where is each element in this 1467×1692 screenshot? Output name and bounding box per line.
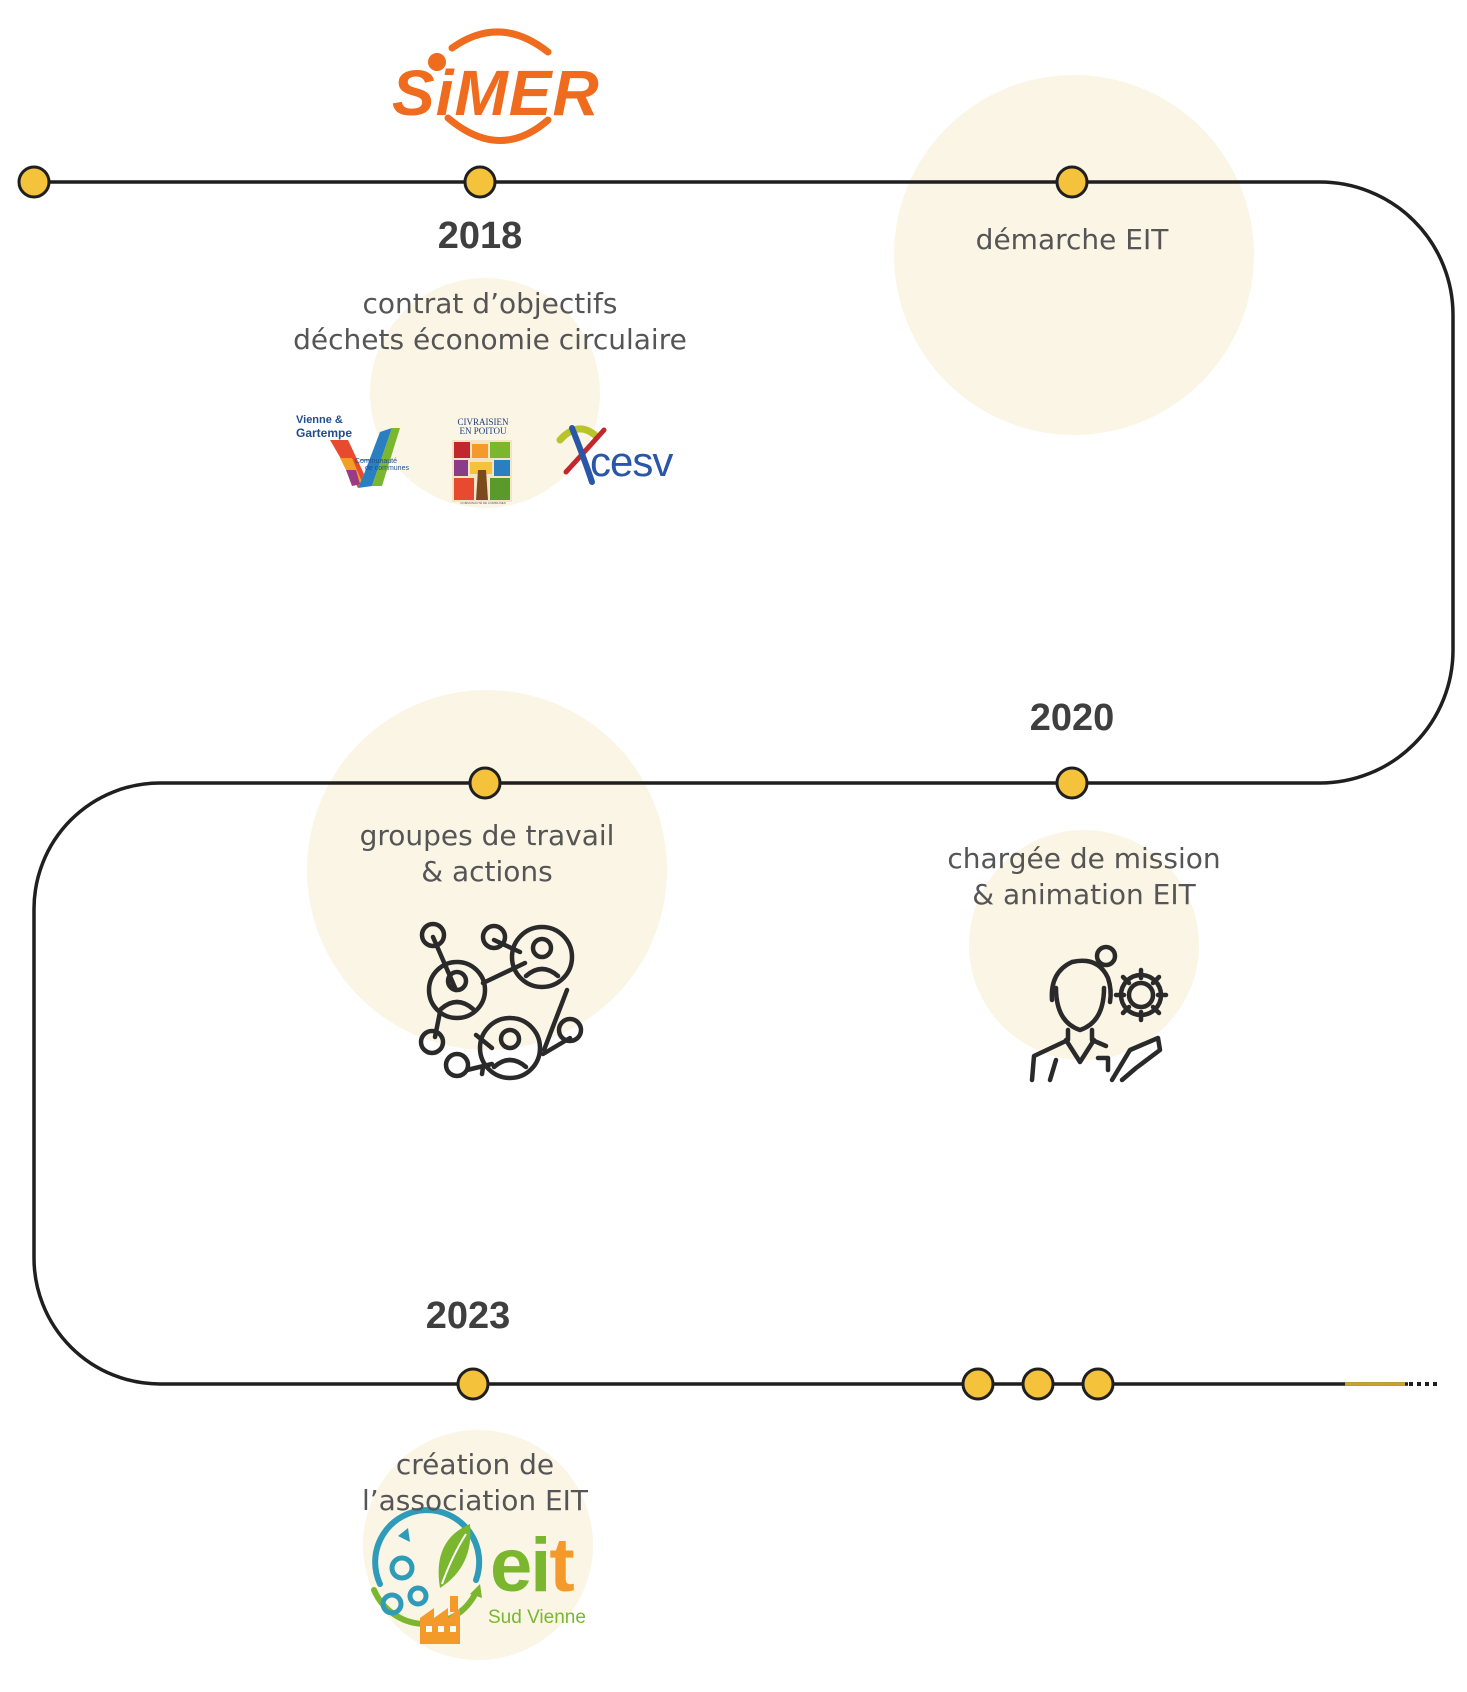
label-groupes: groupes de travail & actions — [337, 818, 637, 890]
label-groupes-line2: & actions — [421, 855, 553, 888]
label-demarche-line1: démarche EIT — [975, 223, 1169, 256]
simer-logo: SiMER — [392, 57, 600, 129]
halo-layer — [307, 75, 1254, 1660]
civ-line2: EN POITOU — [459, 426, 507, 437]
label-contrat-line1: contrat d’objectifs — [362, 287, 618, 320]
node-demarche — [1055, 165, 1089, 199]
vg-line4: de communes — [365, 465, 409, 473]
simer-dot-icon — [428, 53, 446, 71]
network-people-icon — [418, 921, 584, 1081]
vienne-gartempe-logo-title: Vienne & Gartempe — [296, 414, 353, 440]
vienne-gartempe-v-icon — [330, 428, 400, 488]
halo-2018 — [370, 278, 600, 508]
halo-groupes — [307, 690, 667, 1050]
cesv-ribbon-icon — [556, 425, 607, 485]
civraisien-tree-icon — [452, 440, 512, 502]
label-creation: création de l’association EIT — [325, 1447, 625, 1519]
eit-logo-ei: ei — [490, 1523, 551, 1608]
node-2018 — [463, 165, 497, 199]
node-2023 — [456, 1367, 490, 1401]
node-future-1 — [961, 1367, 995, 1401]
label-contrat-line2: déchets économie circulaire — [293, 323, 687, 356]
label-chargee: chargée de mission & animation EIT — [934, 841, 1234, 913]
label-groupes-line1: groupes de travail — [359, 819, 615, 852]
vg-line1: Vienne & — [296, 414, 343, 426]
node-future-3 — [1081, 1367, 1115, 1401]
ellipsis-icon — [1409, 1382, 1437, 1386]
vienne-gartempe-logo-sub: Communauté de communes — [355, 458, 409, 473]
halo-chargee — [969, 830, 1199, 1060]
simer-swoosh-icon — [444, 28, 552, 144]
label-demarche: démarche EIT — [922, 222, 1222, 258]
node-layer — [17, 165, 1115, 1401]
node-2020 — [1055, 766, 1089, 800]
label-chargee-line1: chargée de mission — [947, 842, 1221, 875]
eit-logo-sub: Sud Vienne — [488, 1607, 586, 1628]
eit-gears-leaf-factory-icon — [371, 1507, 483, 1644]
halo-demarche — [894, 75, 1254, 435]
label-creation-line2: l’association EIT — [361, 1484, 589, 1517]
cesv-logo: cesv — [590, 438, 673, 485]
eit-logo-word: eit — [490, 1523, 575, 1608]
node-groupes — [468, 766, 502, 800]
timeline-path — [32, 180, 1455, 1386]
year-2020: 2020 — [1029, 697, 1115, 739]
label-creation-line1: création de — [395, 1448, 555, 1481]
civraisien-logo-sub: COMMUNAUTÉ DE COMMUNES — [460, 501, 506, 505]
node-start — [17, 165, 51, 199]
vg-line2: Gartempe — [296, 425, 353, 440]
label-contrat: contrat d’objectifs déchets économie cir… — [240, 286, 740, 358]
label-chargee-line2: & animation EIT — [972, 878, 1196, 911]
year-2018: 2018 — [437, 215, 523, 257]
civ-line1: CIVRAISIEN — [457, 417, 509, 427]
year-2023: 2023 — [425, 1295, 511, 1337]
node-future-2 — [1021, 1367, 1055, 1401]
vg-line3: Communauté — [355, 458, 398, 465]
woman-gear-icon — [1029, 944, 1169, 1083]
civraisien-logo-title: CIVRAISIEN EN POITOU — [448, 417, 518, 437]
eit-logo-t: t — [549, 1523, 574, 1608]
